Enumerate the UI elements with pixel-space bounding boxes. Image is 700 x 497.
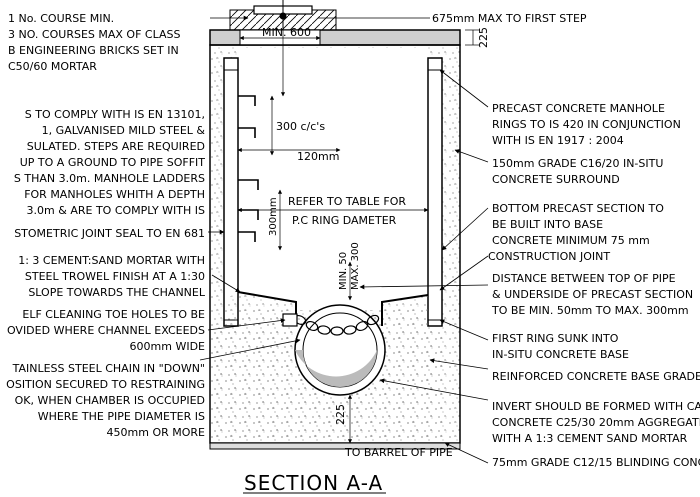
note-invert-2: CONCRETE C25/30 20mm AGGREGATE (492, 416, 700, 429)
note-distance-1: DISTANCE BETWEEN TOP OF PIPE (492, 272, 676, 285)
note-steps-2: 1, GALVANISED MILD STEEL & (42, 124, 206, 137)
note-bottom-1: BOTTOM PRECAST SECTION TO (492, 202, 664, 215)
note-surround-2: CONCRETE SURROUND (492, 173, 620, 186)
note-toe-3: 600mm WIDE (130, 340, 206, 353)
note-cement-2: STEEL TROWEL FINISH AT A 1:30 (25, 270, 205, 283)
note-blinding: 75mm GRADE C12/15 BLINDING CONC (492, 456, 700, 469)
section-title-text: SECTION A-A (244, 471, 383, 495)
right-notes: 675mm MAX TO FIRST STEP PRECAST CONCRETE… (432, 12, 700, 469)
note-first-ring-1: FIRST RING SUNK INTO (492, 332, 619, 345)
note-seal: STOMETRIC JOINT SEAL TO EN 681 (14, 227, 205, 240)
note-steps-3: SULATED. STEPS ARE REQUIRED (27, 140, 205, 153)
dimension-lines (237, 20, 480, 444)
note-precast-1: PRECAST CONCRETE MANHOLE (492, 102, 665, 115)
dim-refer-2: P.C RING DAMETER (292, 214, 397, 227)
blinding-layer (209, 442, 461, 450)
note-chain-4: WHERE THE PIPE DIAMETER IS (38, 410, 205, 423)
dim-225-bottom: 225 (334, 404, 347, 425)
note-invert-3: WITH A 1:3 CEMENT SAND MORTAR (492, 432, 688, 445)
note-toe-2: OVIDED WHERE CHANNEL EXCEEDS (7, 324, 205, 337)
dim-barrel: TO BARREL OF PIPE (344, 446, 453, 459)
dim-min50: MIN. 50 (338, 252, 349, 290)
dim-120: 120mm (297, 150, 339, 163)
note-bricks: B ENGINEERING BRICKS SET IN (8, 44, 179, 57)
note-bottom-3: CONCRETE MINIMUM 75 mm (492, 234, 650, 247)
note-chain-3: OK, WHEN CHAMBER IS OCCUPIED (15, 394, 205, 407)
note-distance-3: TO BE MIN. 50mm TO MAX. 300mm (491, 304, 689, 317)
cover-slab (209, 29, 461, 46)
dim-max300: MAX. 300 (350, 242, 361, 290)
note-steps-6: FOR MANHOLES WHITH A DEPTH (24, 188, 205, 201)
note-toe-1: ELF CLEANING TOE HOLES TO BE (22, 308, 205, 321)
note-bottom-2: BE BUILT INTO BASE (492, 218, 603, 231)
dim-225-top: 225 (477, 27, 490, 48)
note-steps-4: UP TO A GROUND TO PIPE SOFFIT (20, 156, 206, 169)
pipe-section (294, 304, 386, 396)
dim-refer-1: REFER TO TABLE FOR (288, 195, 406, 208)
dim-min600: MIN. 600 (262, 26, 311, 39)
note-distance-2: & UNDERSIDE OF PRECAST SECTION (492, 288, 693, 301)
dim-300mm: 300mm (268, 197, 279, 236)
note-reinforced: REINFORCED CONCRETE BASE GRADE (492, 370, 700, 383)
note-first-ring-2: IN-SITU CONCRETE BASE (492, 348, 629, 361)
note-precast-3: WITH IS EN 1917 : 2004 (492, 134, 624, 147)
note-cement-1: 1: 3 CEMENT:SAND MORTAR WITH (18, 254, 205, 267)
note-steps-5: S THAN 3.0m. MANHOLE LADDERS (14, 172, 205, 185)
precast-ring-walls (223, 57, 443, 327)
section-title: SECTION A-A (243, 471, 386, 495)
restraining-chain (282, 313, 380, 336)
left-notes: 1 No. COURSE MIN. 3 NO. COURSES MAX OF C… (6, 12, 206, 439)
note-first-step: 675mm MAX TO FIRST STEP (432, 12, 587, 25)
note-construction: CONSTRUCTION JOINT (488, 250, 610, 263)
note-mortar-c50: C50/60 MORTAR (8, 60, 97, 73)
dim-300cc: 300 c/c's (276, 120, 325, 133)
note-surround-1: 150mm GRADE C16/20 IN-SITU (492, 157, 663, 170)
note-steps-7: 3.0m & ARE TO COMPLY WITH IS (27, 204, 205, 217)
note-course-1: 1 No. COURSE MIN. (8, 12, 114, 25)
note-chain-5: 450mm OR MORE (107, 426, 206, 439)
note-course-3: 3 NO. COURSES MAX OF CLASS (8, 28, 180, 41)
note-steps-1: S TO COMPLY WITH IS EN 13101, (25, 108, 205, 121)
note-chain-2: OSITION SECURED TO RESTRAINING (6, 378, 205, 391)
leader-lines (199, 15, 489, 464)
note-cement-3: SLOPE TOWARDS THE CHANNEL (28, 286, 206, 299)
note-precast-2: RINGS TO IS 420 IN CONJUNCTION (492, 118, 681, 131)
note-chain-1: TAINLESS STEEL CHAIN IN "DOWN" (12, 362, 205, 375)
dimension-labels: MIN. 600 225 300 c/c's 120mm REFER TO TA… (262, 26, 490, 459)
note-invert-1: INVERT SHOULD BE FORMED WITH CAS (492, 400, 700, 413)
